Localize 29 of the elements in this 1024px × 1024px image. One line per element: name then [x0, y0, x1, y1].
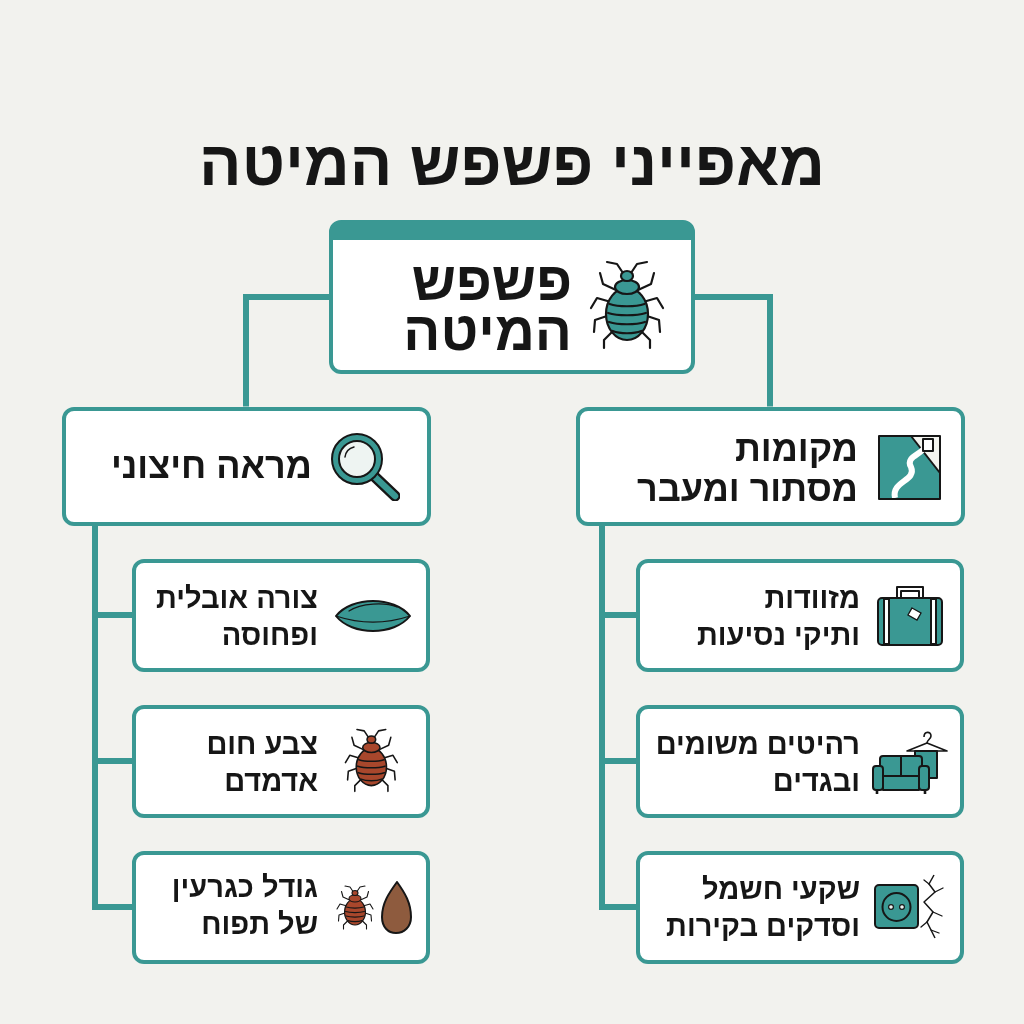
category-heading: מראה חיצוני: [111, 446, 312, 486]
item-label: רהיטים משומים ובגדים: [655, 727, 860, 799]
topic-box: [329, 220, 695, 374]
connector-line: [98, 758, 132, 764]
connector-line: [599, 525, 605, 910]
item-box: [132, 558, 430, 672]
connector-line: [98, 612, 132, 618]
item-label: צורה אובלית ופחוסה: [156, 581, 318, 653]
category-box: [61, 406, 431, 526]
item-label: שקעי חשמל וסדקים בקירות: [666, 872, 860, 944]
connector-line: [605, 904, 636, 910]
category-heading: מקומות מסתור ומעבר: [636, 429, 858, 509]
item-label: גודל כגרעין של תפוח: [171, 870, 318, 942]
item-label: מזוודות ותיקי נסיעות: [696, 581, 860, 653]
item-box: [636, 850, 964, 964]
item-box: [636, 704, 964, 818]
connector-line: [92, 525, 98, 910]
connector-line: [98, 904, 132, 910]
connector-line: [605, 612, 636, 618]
connector-line: [605, 758, 636, 764]
title: מאפייני פשפש המיטה: [199, 128, 825, 198]
item-box: [132, 704, 430, 818]
connector-line: [243, 294, 329, 407]
category-box: [575, 406, 965, 526]
heading: פשפש המיטה: [403, 256, 572, 356]
item-label: צבע חום אדמדם: [206, 727, 318, 799]
connector-line: [695, 294, 773, 407]
item-box: [636, 558, 964, 672]
item-box: [132, 850, 430, 964]
